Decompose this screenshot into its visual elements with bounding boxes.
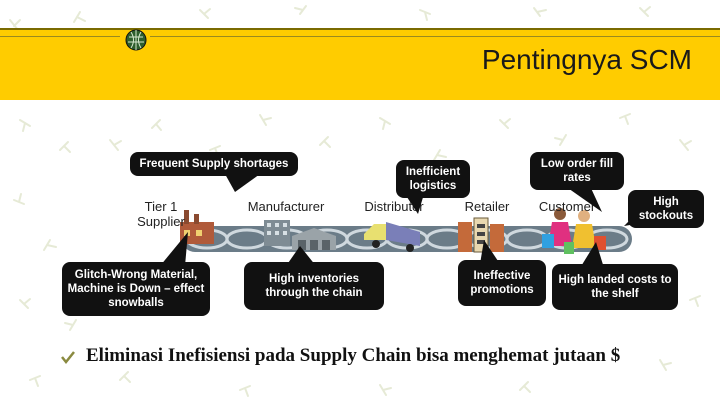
stage-retailer: Retailer xyxy=(464,199,510,214)
stage-distributor: Distributor xyxy=(364,199,424,214)
truck-icon xyxy=(364,222,420,252)
stage-customer: Customer xyxy=(538,199,596,214)
title-divider xyxy=(0,28,720,30)
callout-landed-costs: High landed costs to the shelf xyxy=(552,264,678,310)
building-icon xyxy=(264,220,290,246)
bullet-icon xyxy=(61,351,75,364)
shoppers-icon xyxy=(542,208,606,254)
callout-high-inventories: High inventories through the chain xyxy=(244,262,384,310)
warehouse-icon xyxy=(292,228,336,250)
stage-manufacturer: Manufacturer xyxy=(247,199,325,214)
page-title: Pentingnya SCM xyxy=(481,44,692,75)
callout-glitch: Glitch-Wrong Material, Machine is Down –… xyxy=(62,262,210,316)
title-band xyxy=(0,28,720,100)
globe-icon xyxy=(125,29,147,51)
callout-inefficient-logistics: Inefficient logistics xyxy=(396,160,470,198)
callout-high-stockouts: High stockouts xyxy=(628,190,704,228)
callout-ineffective-promotions: Ineffective promotions xyxy=(458,260,546,306)
header-line-right xyxy=(150,36,720,37)
callout-low-order-fill: Low order fill rates xyxy=(530,152,624,190)
footer-text: Eliminasi Inefisiensi pada Supply Chain … xyxy=(86,345,621,366)
callout-supply-shortages: Frequent Supply shortages xyxy=(130,152,298,176)
header-line-left xyxy=(0,36,120,37)
factory-icon xyxy=(180,210,214,244)
stage-tier1-supplier: Tier 1 Supplier xyxy=(137,199,185,229)
